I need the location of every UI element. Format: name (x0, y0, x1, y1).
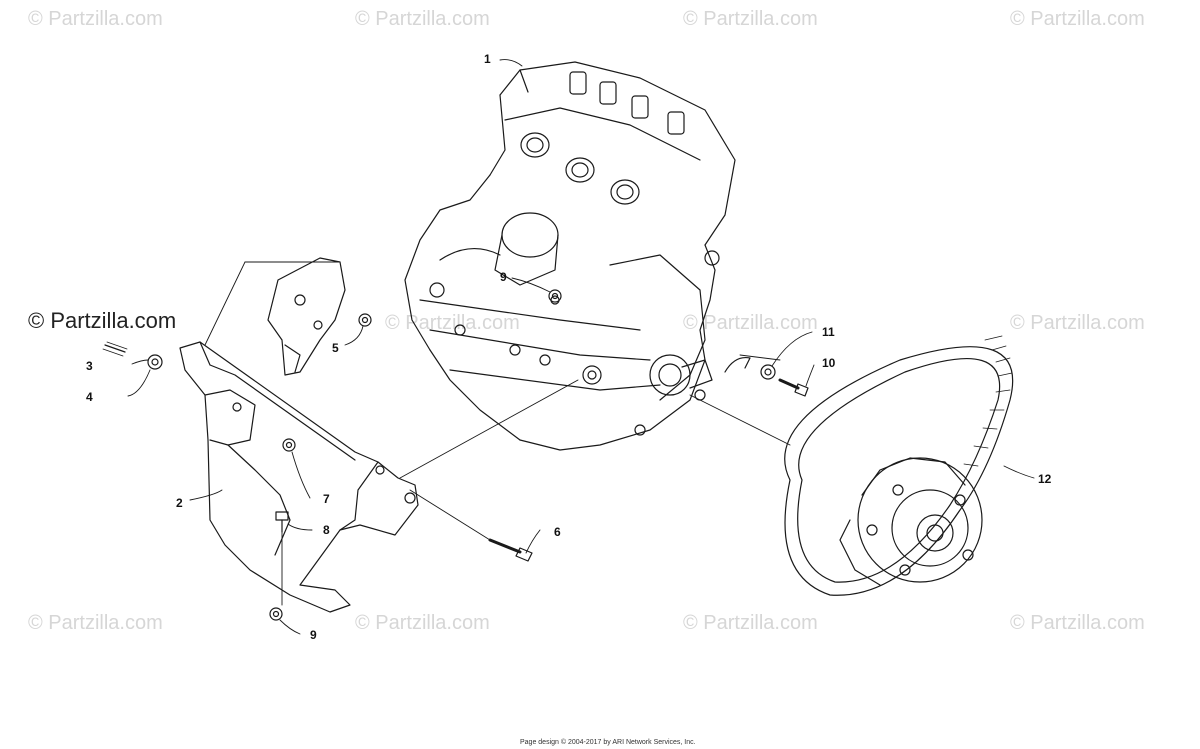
assembly-leader-lines (204, 261, 791, 606)
watermark: © Partzilla.com (28, 8, 163, 30)
watermark: © Partzilla.com (355, 612, 490, 634)
callout-bolt-small: 8 (323, 523, 330, 537)
watermark: © Partzilla.com (1010, 8, 1145, 30)
watermark-prominent: © Partzilla.com (28, 308, 177, 333)
callout-bolt-left: 3 (86, 359, 93, 373)
callout-clutch-washer: 11 (822, 325, 835, 339)
watermark: © Partzilla.com (683, 8, 818, 30)
callout-nut-lower: 9 (310, 628, 317, 642)
watermark: © Partzilla.com (355, 8, 490, 30)
callout-engine-mount-bracket: 2 (176, 496, 183, 510)
watermark: © Partzilla.com (683, 612, 818, 634)
upper-mount-plate (267, 257, 346, 376)
watermark: © Partzilla.com (683, 312, 818, 334)
drive-clutch-and-belt (784, 335, 1014, 596)
callout-mount-bolt-long: 6 (554, 525, 561, 539)
watermark: © Partzilla.com (28, 612, 163, 634)
engine (404, 61, 736, 451)
callout-leaders (127, 59, 1035, 635)
callout-nut-left: 4 (86, 390, 93, 404)
watermark: © Partzilla.com (1010, 312, 1145, 334)
callout-drive-clutch-belt: 12 (1038, 472, 1052, 486)
callout-flange-nut: 7 (323, 492, 330, 506)
engine-mount-bracket (179, 341, 419, 613)
callout-nut-engine: 9 (500, 270, 507, 284)
callout-engine: 1 (484, 52, 491, 66)
fasteners (102, 289, 809, 621)
page-footer: Page design © 2004-2017 by ARI Network S… (520, 739, 696, 746)
callout-clutch-bolt: 10 (822, 356, 836, 370)
watermark: © Partzilla.com (385, 312, 520, 334)
watermark: © Partzilla.com (1010, 612, 1145, 634)
callout-nut-upper: 5 (332, 341, 339, 355)
